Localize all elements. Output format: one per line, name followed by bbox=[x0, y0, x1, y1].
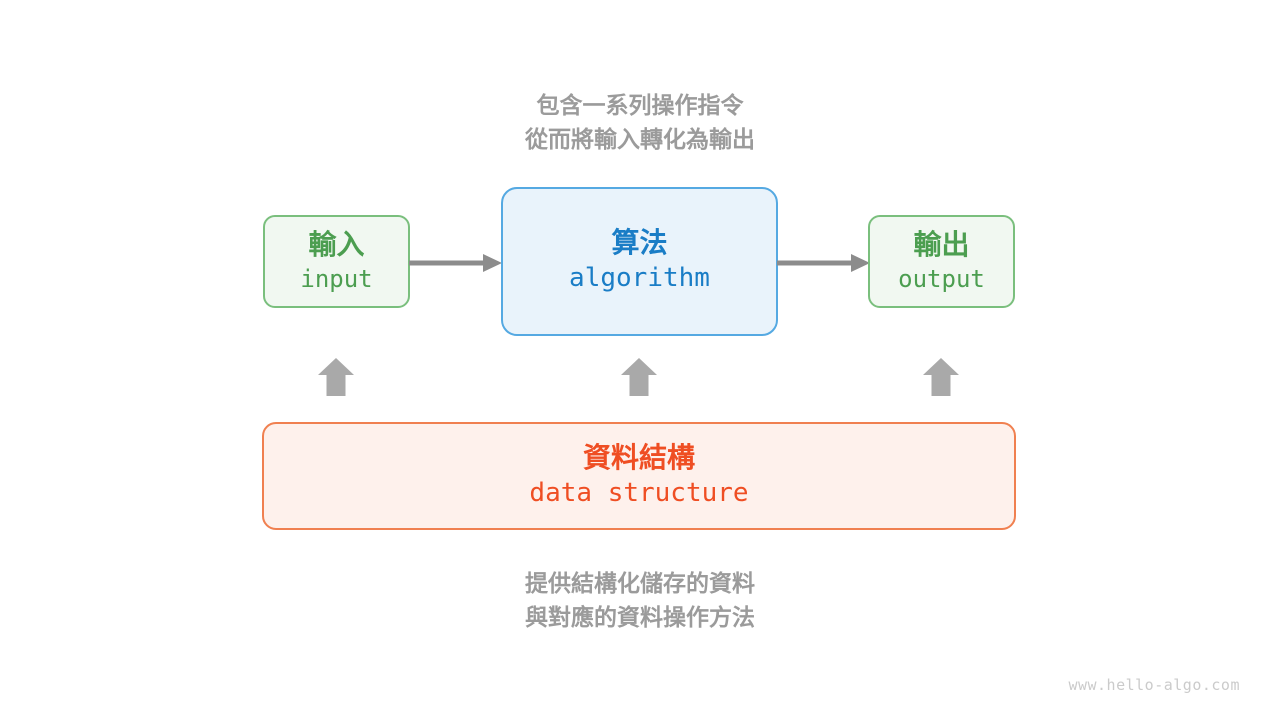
input-node: 輸入 input bbox=[263, 215, 410, 308]
arrow-up-icon bbox=[318, 358, 354, 401]
watermark: www.hello-algo.com bbox=[1068, 676, 1240, 694]
arrow-up-icon bbox=[621, 358, 657, 401]
data-structure-note: 提供結構化儲存的資料 與對應的資料操作方法 bbox=[0, 566, 1280, 634]
data-structure-note-line2: 與對應的資料操作方法 bbox=[525, 604, 755, 630]
output-node-subtitle: output bbox=[898, 264, 985, 293]
data-structure-node-title: 資料結構 bbox=[582, 441, 695, 473]
output-node: 輸出 output bbox=[868, 215, 1015, 308]
algorithm-node-title: 算法 bbox=[611, 227, 668, 259]
data-structure-node: 資料結構 data structure bbox=[262, 422, 1016, 530]
algorithm-note-line1: 包含一系列操作指令 bbox=[536, 92, 744, 118]
output-node-title: 輸出 bbox=[913, 228, 970, 260]
algorithm-note-line2: 從而將輸入轉化為輸出 bbox=[525, 126, 755, 152]
arrow-up-icon bbox=[923, 358, 959, 401]
algorithm-note: 包含一系列操作指令 從而將輸入轉化為輸出 bbox=[0, 88, 1280, 156]
input-node-subtitle: input bbox=[300, 264, 373, 293]
algorithm-node: 算法 algorithm bbox=[501, 187, 778, 336]
data-structure-note-line1: 提供結構化儲存的資料 bbox=[525, 570, 755, 596]
arrow-right-icon bbox=[777, 251, 870, 280]
data-structure-node-subtitle: data structure bbox=[529, 477, 749, 508]
input-node-title: 輸入 bbox=[308, 228, 365, 260]
algorithm-node-subtitle: algorithm bbox=[569, 263, 710, 294]
arrow-right-icon bbox=[409, 251, 502, 280]
